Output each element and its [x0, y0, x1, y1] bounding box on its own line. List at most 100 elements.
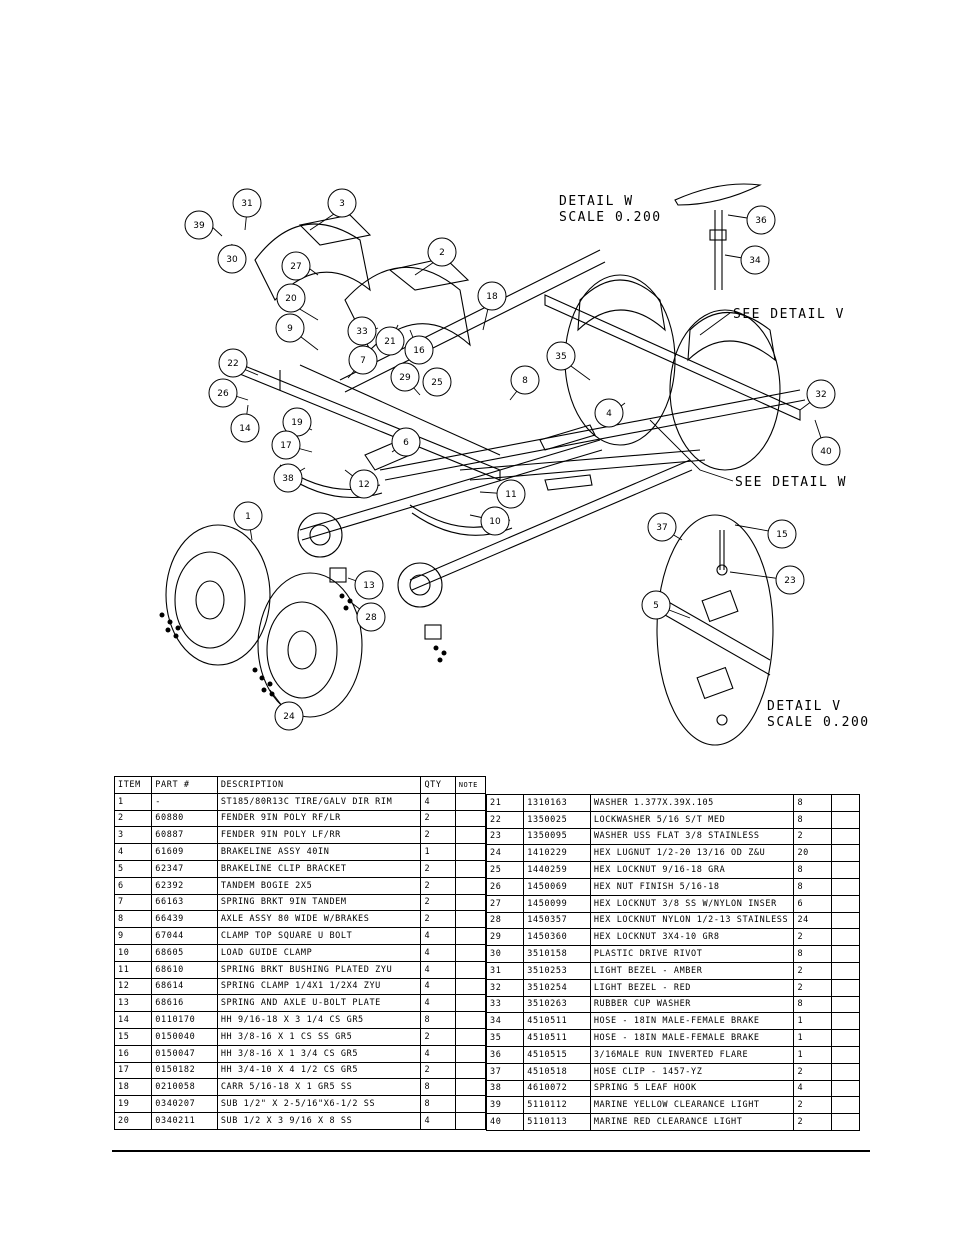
part-cell: 3510254 [523, 978, 591, 997]
description-cell: SPRING 5 LEAF HOOK [589, 1079, 795, 1098]
note-cell [830, 894, 861, 913]
callout-6: 6 [391, 427, 421, 457]
svg-text:21: 21 [384, 337, 395, 347]
axle-rear [409, 459, 693, 591]
item-cell: 27 [485, 894, 525, 913]
qty-cell: 8 [793, 945, 832, 963]
description-cell: MARINE YELLOW CLEARANCE LIGHT [589, 1096, 795, 1115]
description-cell: SUB 1/2" X 2-5/16"X6-1/2 SS [216, 1095, 422, 1113]
qty-cell: 4 [793, 1079, 832, 1098]
note-cell [830, 827, 861, 846]
qty-cell: 8 [420, 1011, 456, 1029]
svg-text:1: 1 [245, 512, 251, 522]
svg-text:15: 15 [776, 530, 787, 540]
part-cell: 0340207 [151, 1095, 218, 1113]
header-item: ITEM [113, 776, 153, 794]
item-cell: 22 [485, 810, 525, 829]
description-cell: HEX LOCKNUT 9/16-18 GRA [589, 861, 795, 879]
svg-text:2: 2 [439, 248, 445, 258]
note-cell [830, 961, 861, 980]
description-cell: RUBBER CUP WASHER [589, 995, 795, 1014]
qty-cell: 2 [793, 928, 832, 947]
part-cell: 3510253 [523, 961, 591, 980]
tire-back-lower [669, 309, 781, 471]
svg-text:39: 39 [193, 221, 205, 231]
item-cell: 6 [113, 876, 153, 895]
svg-text:9: 9 [287, 324, 293, 334]
part-cell: 68616 [151, 994, 218, 1013]
callout-25: 25 [422, 367, 452, 397]
item-cell: 34 [485, 1012, 525, 1031]
fender-rear-left [254, 223, 371, 301]
svg-text:34: 34 [749, 256, 761, 266]
note-cell [830, 995, 861, 1014]
note-cell [830, 1079, 861, 1098]
item-cell: 39 [485, 1096, 525, 1115]
exploded-assembly-drawing: 39 31 3 30 27 2 20 18 33 9 21 16 22 7 26… [159, 183, 868, 746]
part-cell: 60880 [151, 809, 218, 828]
svg-text:24: 24 [283, 712, 295, 722]
item-cell: 25 [485, 861, 525, 879]
callout-30: 30 [217, 244, 247, 274]
part-cell: 0210058 [151, 1078, 218, 1097]
item-cell: 4 [113, 843, 153, 861]
item-cell: 14 [113, 1011, 153, 1029]
description-cell: HH 3/8-16 X 1 CS SS GR5 [216, 1027, 422, 1046]
part-cell: 66439 [151, 910, 218, 929]
item-cell: 35 [485, 1029, 525, 1047]
svg-text:11: 11 [505, 490, 516, 500]
see-detail-w: SEE DETAIL W [735, 475, 847, 490]
detail-w-scale: SCALE 0.200 [559, 210, 662, 225]
qty-cell: 2 [420, 859, 456, 878]
svg-text:32: 32 [815, 390, 826, 400]
description-cell: BRAKELINE CLIP BRACKET [216, 859, 422, 878]
tire-rear [257, 572, 363, 718]
svg-text:27: 27 [290, 262, 301, 272]
part-cell: 0340211 [151, 1111, 218, 1130]
note-cell [454, 876, 487, 895]
note-cell [454, 859, 487, 878]
frame-rail-cross [379, 389, 806, 481]
description-cell: MARINE RED CLEARANCE LIGHT [589, 1113, 795, 1131]
qty-cell: 8 [793, 794, 832, 812]
qty-cell: 1 [793, 1045, 832, 1064]
callout-11: 11 [496, 479, 526, 509]
qty-cell: 2 [420, 876, 456, 895]
qty-cell: 2 [793, 827, 832, 846]
note-cell [830, 978, 861, 997]
callout-9: 9 [275, 313, 305, 343]
qty-cell: 2 [420, 809, 456, 828]
callout-21: 21 [375, 326, 405, 356]
callout-15: 15 [767, 519, 797, 549]
item-cell: 30 [485, 945, 525, 963]
part-cell: 61609 [151, 843, 218, 861]
qty-cell: 8 [793, 877, 832, 896]
note-cell [830, 928, 861, 947]
item-cell: 38 [485, 1079, 525, 1098]
callout-3: 3 [327, 188, 357, 218]
qty-cell: 2 [793, 1113, 832, 1131]
qty-cell: 4 [420, 960, 456, 979]
callout-28: 28 [356, 602, 386, 632]
svg-text:37: 37 [656, 523, 667, 533]
part-cell: 3510263 [523, 995, 591, 1014]
part-cell: 62347 [151, 859, 218, 878]
svg-text:13: 13 [363, 581, 374, 591]
note-cell [454, 893, 487, 912]
part-cell: 68605 [151, 943, 218, 962]
item-cell: 7 [113, 893, 153, 912]
description-cell: PLASTIC DRIVE RIVOT [589, 945, 795, 963]
part-cell: 3510158 [523, 945, 591, 963]
description-cell: CARR 5/16-18 X 1 GR5 SS [216, 1078, 422, 1097]
